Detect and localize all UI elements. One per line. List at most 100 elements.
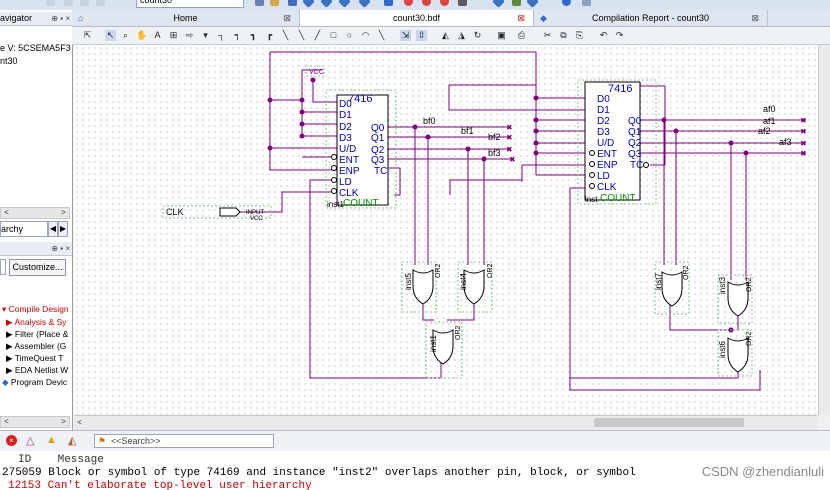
close-icon[interactable]: ⊠	[751, 13, 759, 23]
hand-tool-icon[interactable]: ✋	[136, 30, 148, 40]
tasks-hscroll[interactable]: < >	[0, 416, 70, 428]
message-row-error[interactable]: 12153 Can't elaborate top-level user hie…	[8, 480, 312, 490]
paste-icon[interactable]: ⎘	[575, 30, 584, 40]
rectangle-tool-icon[interactable]: □	[330, 30, 337, 40]
ellipse-tool-icon[interactable]: ○	[346, 30, 353, 40]
or-gate-inst3[interactable]: inst3 OR2	[717, 274, 753, 324]
analysis-icon[interactable]	[320, 0, 333, 8]
programmer-icon[interactable]	[458, 0, 467, 6]
or-gate-inst4[interactable]: inst4 OR2	[457, 261, 494, 313]
scroll-left-icon[interactable]: <	[77, 418, 82, 427]
diagonal-line-icon[interactable]: ╲	[298, 30, 305, 40]
prev-arrow-icon[interactable]: ◀	[48, 221, 58, 237]
stop-icon[interactable]	[404, 0, 413, 6]
task-fitter[interactable]: ▶ Filter (Place &	[6, 329, 69, 339]
orthogonal-bus-icon[interactable]: ┑	[234, 30, 241, 40]
rotate-icon[interactable]: ↻	[473, 30, 482, 40]
or-gate-inst6[interactable]: inst6 OR2	[717, 329, 753, 377]
help-icon[interactable]	[562, 0, 571, 6]
settings-icon[interactable]	[255, 0, 264, 6]
critical-warning-icon[interactable]: △	[26, 435, 35, 447]
save-icon[interactable]	[80, 0, 89, 6]
signaltap-icon[interactable]	[492, 0, 505, 8]
navigator-hscroll[interactable]: < >	[0, 207, 70, 219]
or-gate-inst5[interactable]: inst5 OR2	[401, 261, 442, 313]
task-assembler[interactable]: ▶ Assembler (G	[6, 341, 67, 351]
tab-home[interactable]: ⌂ Home ⊠	[72, 10, 300, 26]
conduit-icon[interactable]: ┓	[250, 30, 257, 40]
vcc-symbol[interactable]: VCC	[305, 65, 325, 77]
text-tool-icon[interactable]: A	[154, 30, 161, 40]
revision-combo[interactable]: count30	[136, 0, 244, 8]
line-tool-icon[interactable]: ╱	[314, 30, 321, 40]
ip-catalog-icon[interactable]	[526, 0, 539, 8]
flow-combo[interactable]	[0, 259, 6, 275]
scroll-right-icon[interactable]: >	[61, 417, 66, 426]
canvas-vscroll[interactable]	[818, 45, 830, 415]
detach-icon[interactable]: ⇱	[83, 30, 92, 40]
cut-icon[interactable]: ✂	[543, 30, 552, 40]
scroll-left-icon[interactable]: <	[4, 208, 9, 217]
netlist-icon[interactable]	[512, 0, 521, 6]
top-entity-entry[interactable]: nt30	[0, 56, 18, 66]
counter-inst[interactable]: 7416 D0 D1 D2 D3 U/D ENT ENP LD CLK Q0 Q…	[577, 79, 657, 205]
task-analysis-synthesis[interactable]: ▶ Analysis & Sy	[6, 317, 67, 327]
hscroll-thumb[interactable]	[594, 418, 744, 427]
rubberband-icon[interactable]: ┏	[266, 30, 273, 40]
search-help-icon[interactable]	[582, 0, 591, 6]
pin-dropdown-icon[interactable]: ▾	[203, 30, 208, 40]
message-row[interactable]: 275059 Block or symbol of type 74169 and…	[2, 467, 636, 479]
compile-icon[interactable]	[302, 0, 315, 8]
tasks-pin-close-icon[interactable]: ⊕ ▪ ×	[51, 244, 70, 253]
or-gate-inst7[interactable]: inst7 OR2	[654, 261, 690, 315]
orthogonal-node-icon[interactable]: ┐	[218, 30, 225, 40]
clk-input-pin[interactable]: CLK INPUT VCC	[162, 205, 272, 222]
scroll-right-icon[interactable]: >	[61, 208, 66, 217]
pin-close-icon[interactable]: ⊕ ▪ ×	[51, 14, 70, 23]
task-timequest[interactable]: ▶ TimeQuest T	[6, 353, 64, 363]
device-entry[interactable]: e V: 5CSEMA5F3	[0, 43, 71, 53]
counter-inst1[interactable]: 7416 D0 D1 D2 D3 U/D ENT ENP LD CLK Q0 Q…	[325, 89, 397, 209]
chip-planner-icon[interactable]	[270, 0, 279, 6]
pin-tool-icon[interactable]: ⇨	[185, 30, 194, 40]
flip-v-icon[interactable]: ◮	[458, 30, 465, 40]
copy-tool-icon[interactable]: ⧉	[560, 30, 567, 40]
suppress-icon[interactable]: ◭	[68, 435, 77, 447]
play-icon[interactable]	[384, 0, 393, 6]
partial-line-icon[interactable]: ╲	[282, 30, 289, 40]
task-program-device[interactable]: ◆ Program Devic	[2, 377, 67, 388]
zoom-tool-icon[interactable]: ⌕	[122, 30, 129, 40]
rtl-viewer-icon[interactable]	[440, 0, 449, 6]
warning-filter-icon[interactable]: ▲	[46, 434, 57, 446]
close-icon[interactable]: ⊠	[283, 13, 291, 23]
new-icon[interactable]	[46, 0, 55, 6]
selection-tool-icon[interactable]: ↖	[105, 30, 116, 41]
undo-icon[interactable]: ↶	[599, 30, 608, 40]
task-eda-netlist[interactable]: ▶ EDA Netlist W	[6, 365, 69, 375]
error-filter-icon[interactable]: ×	[6, 435, 17, 446]
or-gate-inst1[interactable]: inst1 OR2	[425, 321, 463, 379]
open-icon[interactable]	[64, 0, 73, 6]
canvas-hscroll[interactable]: <	[74, 415, 818, 430]
print-icon[interactable]: ⎙	[517, 30, 526, 40]
customize-button[interactable]: Customize...	[9, 259, 66, 276]
schematic-canvas[interactable]: VCC 7416 D0 D1 D2 D3 U/D ENT ENP LD CLK …	[74, 45, 818, 415]
flip-h-icon[interactable]: ◭	[442, 30, 449, 40]
line2-tool-icon[interactable]: ╲	[378, 30, 385, 40]
arc-tool-icon[interactable]: ◠	[361, 30, 370, 40]
fitter-icon[interactable]	[338, 0, 351, 8]
task-compile-design[interactable]: ▾ Compile Design	[2, 304, 69, 314]
partial-select-icon[interactable]: ⇳	[416, 30, 427, 41]
rubberbanding-toggle-icon[interactable]: ⇲	[400, 30, 411, 41]
tab-compilation-report[interactable]: ◆ Compilation Report - count30 ⊠	[534, 10, 768, 26]
pin-planner-icon[interactable]	[288, 0, 297, 6]
redo-icon[interactable]: ↷	[615, 30, 624, 40]
close-icon[interactable]: ⊠	[517, 13, 525, 23]
scroll-left-icon[interactable]: <	[4, 417, 9, 426]
save-file-icon[interactable]: ▣	[497, 30, 506, 40]
next-arrow-icon[interactable]: ▶	[58, 221, 68, 237]
timing-icon[interactable]	[358, 0, 371, 8]
copy-icon[interactable]	[96, 0, 105, 6]
symbol-tool-icon[interactable]: ⊞	[169, 30, 178, 40]
search-input[interactable]: ⚑ <<Search>>	[94, 434, 274, 448]
